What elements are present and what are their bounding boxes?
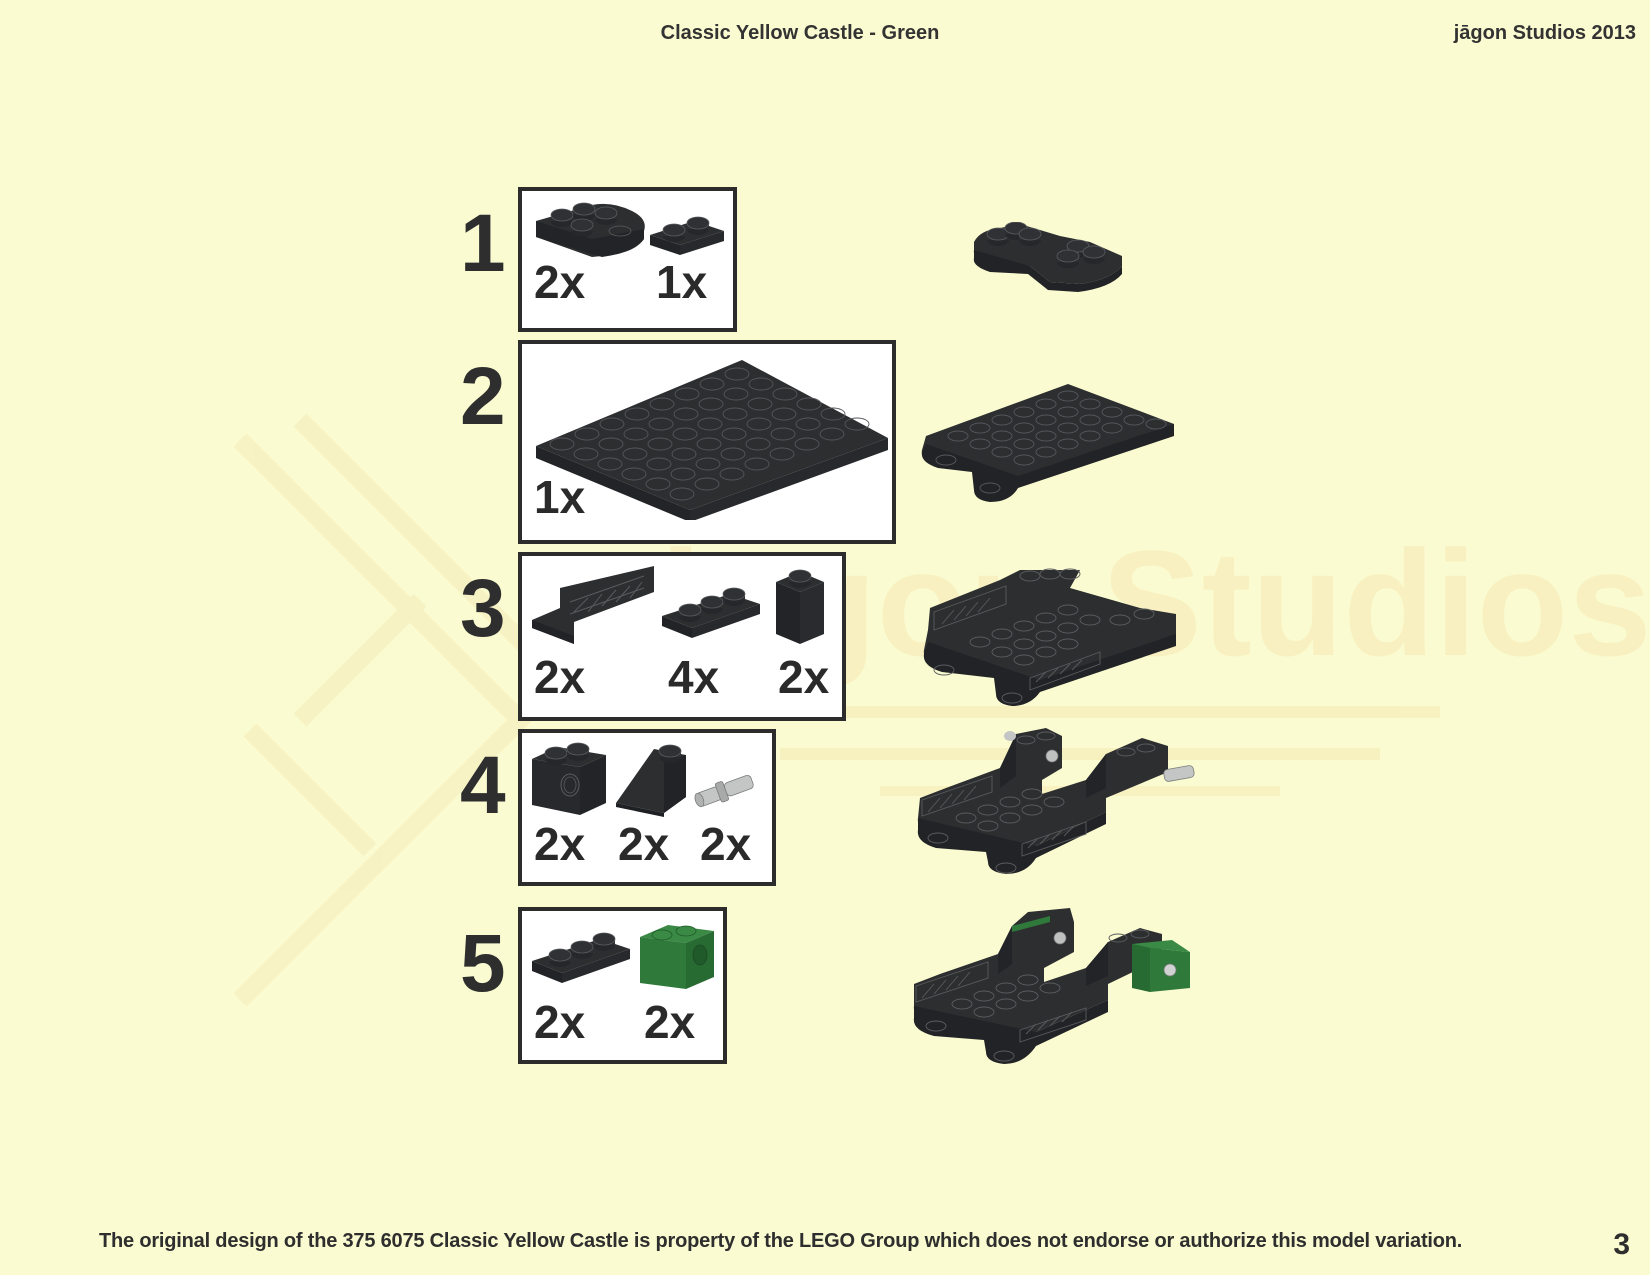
quantity-label: 2x [700, 818, 752, 870]
parts-list-box-step-4: 2x 2x 2x [518, 729, 776, 886]
parts-list-box-step-1: 2x 1x [518, 187, 737, 332]
quantity-label: 2x [534, 818, 586, 870]
quantity-label: 2x [534, 996, 586, 1048]
plate-6x8-black-icon [536, 360, 888, 520]
parts-list-box-step-2: 1x [518, 340, 896, 544]
step-number: 4 [460, 740, 506, 831]
quantity-label: 2x [778, 651, 830, 703]
quantity-label: 1x [656, 256, 708, 308]
step-3-assembly-icon [923, 568, 1176, 706]
brick-1x1-black-icon [776, 569, 824, 644]
technic-brick-1x2-black-icon [532, 742, 606, 815]
page-number: 3 [1613, 1228, 1630, 1261]
slope-1x2-black-icon [616, 744, 686, 817]
step-4-assembly-icon [917, 728, 1195, 874]
technic-brick-1x2-green-icon [640, 925, 714, 989]
brand-label: jāgon Studios 2013 [1453, 22, 1636, 44]
quantity-label: 2x [644, 996, 696, 1048]
step-number: 3 [460, 563, 506, 654]
quantity-label: 1x [534, 471, 586, 523]
step-5-assembly-icon [913, 908, 1190, 1064]
legal-disclaimer: The original design of the 375 6075 Clas… [99, 1230, 1463, 1252]
step-number: 1 [460, 198, 506, 289]
plate-1x2-black-icon [650, 216, 724, 255]
step-number: 5 [460, 918, 506, 1009]
quantity-label: 2x [534, 256, 586, 308]
quantity-label: 4x [668, 651, 720, 703]
plate-1x3-black-icon [532, 932, 630, 983]
step-2-assembly-icon [921, 384, 1174, 502]
plate-1x3-black-icon [662, 587, 760, 638]
step-number: 2 [460, 351, 506, 442]
step-1-assembly-icon [973, 222, 1122, 292]
document-title: Classic Yellow Castle - Green [660, 22, 940, 44]
parts-list-box-step-3: 2x 4x 2x [518, 552, 846, 721]
technic-pin-gray-icon [694, 774, 754, 808]
quantity-label: 2x [618, 818, 670, 870]
parts-list-box-step-5: 2x 2x [518, 907, 727, 1064]
fence-1x4-black-icon [532, 566, 654, 644]
quantity-label: 2x [534, 651, 586, 703]
plate-2x3-rounded-black-icon [536, 202, 645, 257]
